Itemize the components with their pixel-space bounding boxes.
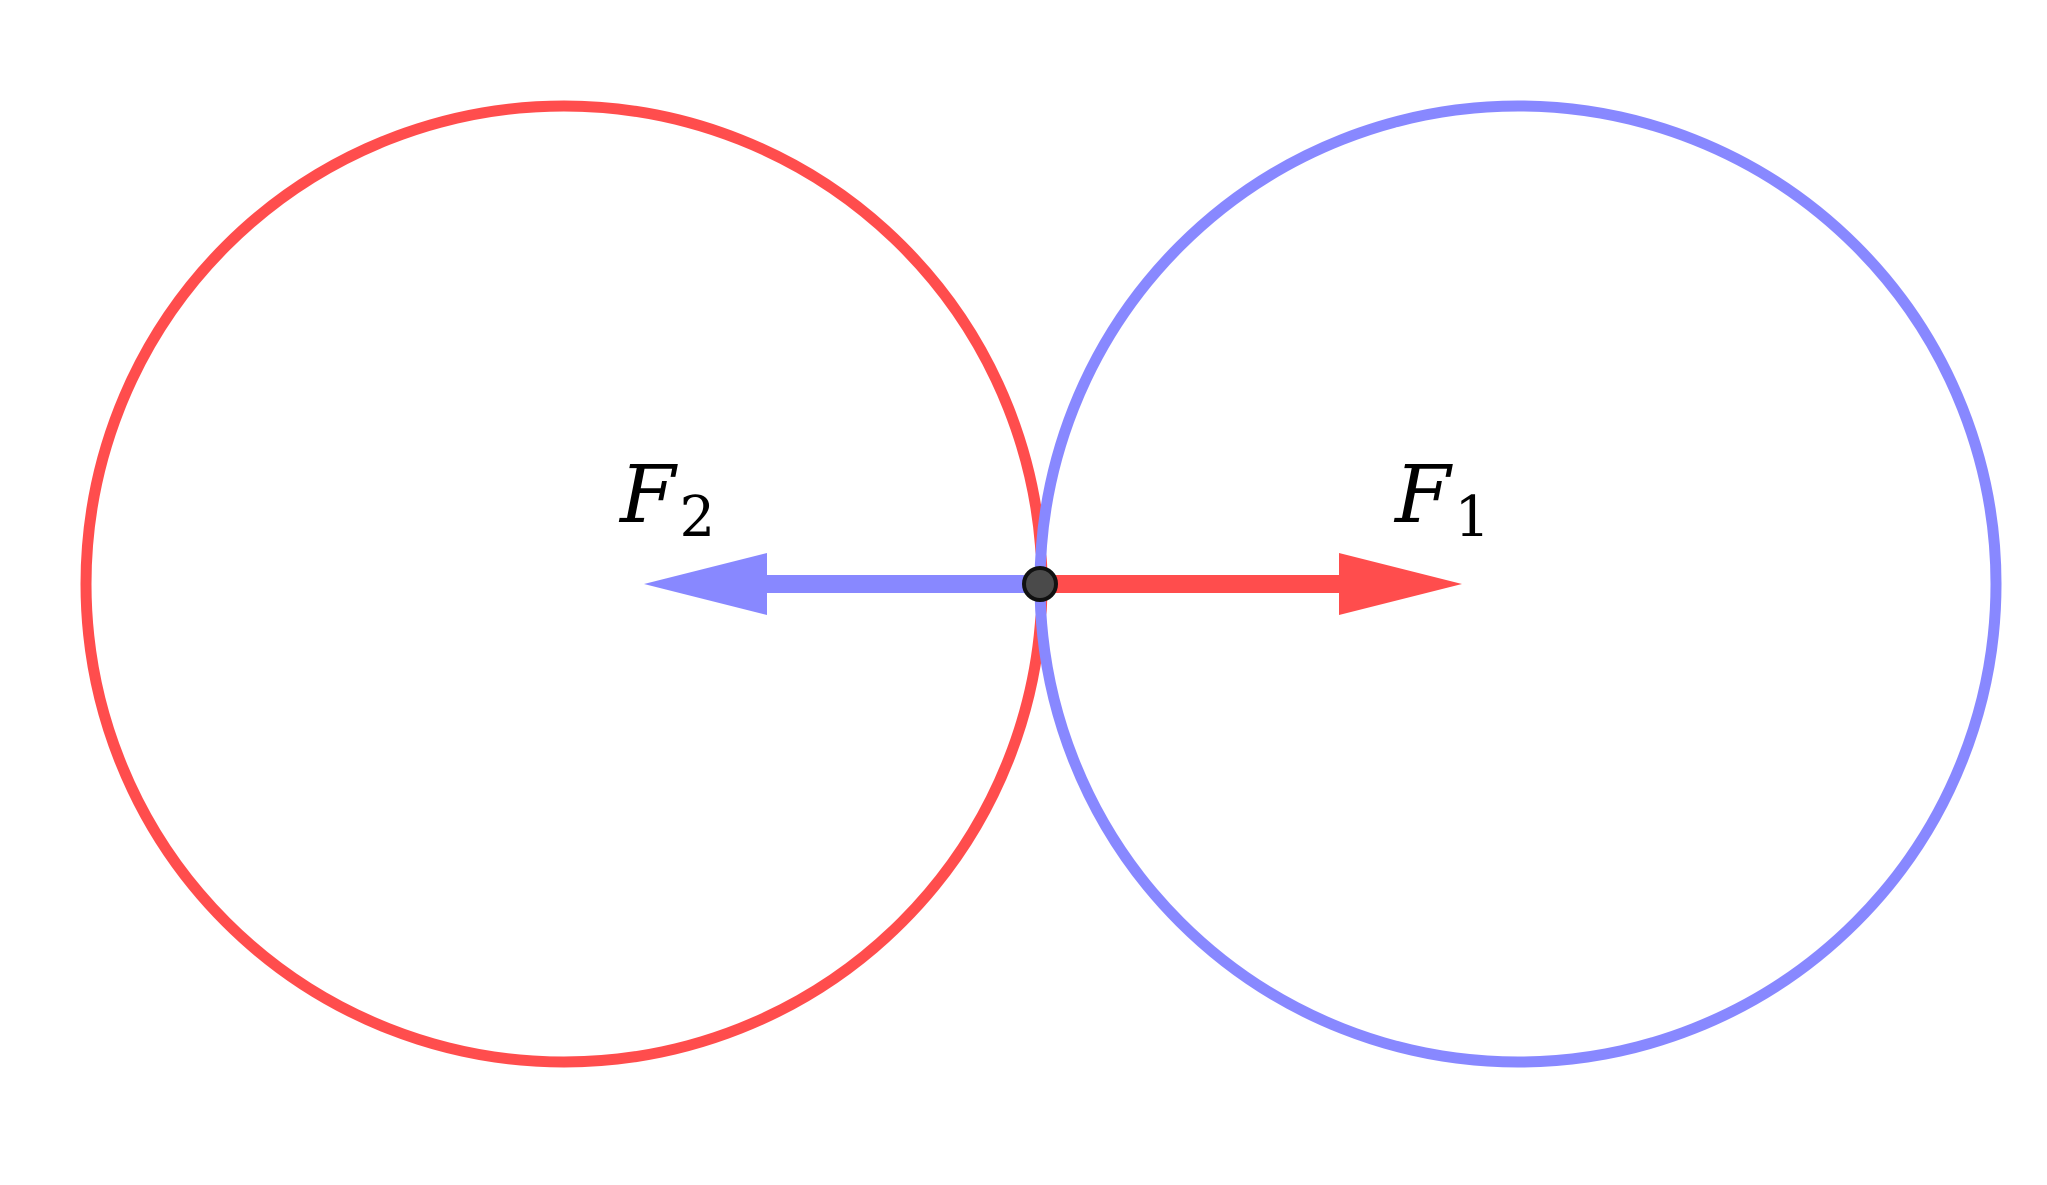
arrow-left-icon (644, 553, 767, 615)
force-label-f1-symbol: F (1393, 448, 1453, 541)
force-label-f2: F2 (618, 448, 715, 550)
force-label-f1: F1 (1393, 448, 1490, 550)
force-arrow-f1 (1031, 553, 1462, 615)
force-arrow-f2 (644, 553, 1049, 615)
contact-point (1022, 566, 1058, 602)
force-label-f1-subscript: 1 (1455, 485, 1491, 550)
arrow-right-icon (1339, 553, 1462, 615)
force-label-f2-subscript: 2 (680, 485, 716, 550)
force-label-f2-symbol: F (618, 448, 678, 541)
